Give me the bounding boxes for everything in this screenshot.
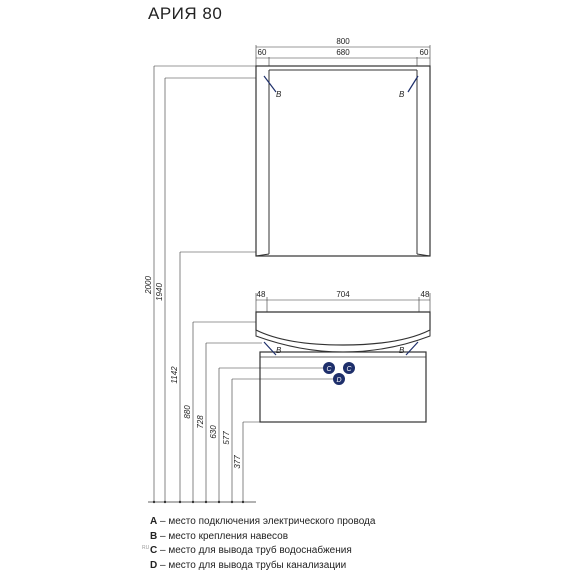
height-1142: 1142 <box>170 366 179 384</box>
mirror-margin-right: 60 <box>420 48 429 57</box>
cabinet-margin-right: 48 <box>421 290 430 299</box>
cabinet-label-b-left: B <box>276 346 282 355</box>
height-2000: 2000 <box>144 276 153 295</box>
legend-key-d: D <box>150 560 157 571</box>
height-577: 577 <box>222 431 231 445</box>
mirror-hanger-left <box>264 76 276 92</box>
cabinet-hanger-right <box>406 342 418 355</box>
legend-key-c: C <box>150 545 157 556</box>
legend-item-d: D – место для вывода трубы канализации <box>150 559 375 573</box>
legend-item-b: B – место крепления навесов <box>150 530 375 545</box>
legend-text-c: – место для вывода труб водоснабжения <box>160 545 352 556</box>
mirror-width-total: 800 <box>336 37 350 46</box>
mirror-dimensions: 800 680 60 60 <box>256 37 430 66</box>
legend-item-a: A – место подключения электрического про… <box>150 515 375 530</box>
mirror-margin-left: 60 <box>258 48 267 57</box>
mirror-unit: B B <box>256 66 430 256</box>
mirror-label-b-right: B <box>399 90 405 99</box>
legend-text-d: – место для вывода трубы канализации <box>160 560 346 571</box>
cabinet-width-inner: 704 <box>336 290 350 299</box>
cabinet-hanger-left <box>264 342 276 355</box>
watermark-text: RU <box>142 545 149 551</box>
cabinet-dimensions: 704 48 48 <box>256 290 430 312</box>
legend-key-b: B <box>150 531 157 542</box>
washbasin-top <box>256 312 430 345</box>
legend-text-a: – место подключения электрического прово… <box>160 516 375 527</box>
legend-text-b: – место крепления навесов <box>160 531 288 542</box>
mirror-width-inner: 680 <box>336 48 350 57</box>
legend: A – место подключения электрического про… <box>150 515 375 573</box>
height-1940: 1940 <box>155 283 164 301</box>
height-880: 880 <box>183 405 192 419</box>
legend-item-c: C – место для вывода труб водоснабжения <box>150 544 375 559</box>
cabinet-unit: B B C C D <box>256 312 430 422</box>
height-630: 630 <box>209 425 218 439</box>
legend-key-a: A <box>150 516 157 527</box>
height-377: 377 <box>233 455 242 469</box>
cabinet-body <box>260 352 426 422</box>
mirror-label-b-left: B <box>276 90 282 99</box>
height-dimensions: 2000 1940 1142 880 728 630 577 377 <box>144 66 333 503</box>
label-d: D <box>336 377 341 384</box>
height-728: 728 <box>196 415 205 429</box>
cabinet-label-b-right: B <box>399 346 405 355</box>
cabinet-margin-left: 48 <box>257 290 266 299</box>
